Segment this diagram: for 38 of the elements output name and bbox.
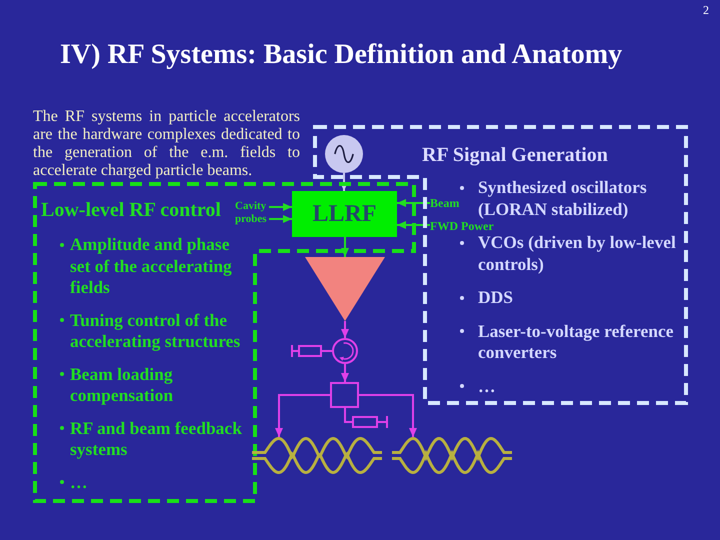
arrow xyxy=(397,221,430,229)
dashed-outline-region xyxy=(313,125,688,405)
dashed-outline-region xyxy=(33,182,416,503)
input-label: Beam xyxy=(430,197,460,209)
arrow xyxy=(275,394,330,437)
bullet-text: … xyxy=(70,472,88,493)
amplifier-triangle xyxy=(305,257,385,321)
section-heading: RF Signal Generation xyxy=(422,143,608,167)
bullet-text: VCOs (driven by low-level controls) xyxy=(478,232,677,275)
bullet-text: Amplitude and phase set of the accelerating fields xyxy=(70,234,233,298)
sine-source-icon xyxy=(325,135,363,173)
arrow xyxy=(359,394,417,437)
accelerating-cavity-drawing xyxy=(252,437,382,474)
bullet-text: Laser-to-voltage reference converters xyxy=(478,320,674,364)
circulator-icon xyxy=(332,338,358,364)
box-label: LLRF xyxy=(312,200,376,228)
arrow xyxy=(397,199,430,207)
slide-title: IV) RF Systems: Basic Definition and Anatomy xyxy=(60,39,622,71)
arrow xyxy=(341,364,349,382)
process-box xyxy=(292,191,397,237)
arrow xyxy=(269,203,292,211)
bullet-text: Tuning control of the accelerating structures xyxy=(70,310,242,352)
section-heading: Low-level RF control xyxy=(41,198,221,222)
accelerating-cavity-drawing xyxy=(392,437,512,474)
bullet-text: RF and beam feedback systems xyxy=(70,418,243,460)
arrow xyxy=(269,215,292,223)
arrow xyxy=(340,173,348,191)
splitter-box xyxy=(330,382,359,408)
bullet-text: Beam loading compensation xyxy=(70,364,174,406)
arrow xyxy=(341,237,349,257)
bullet-text: Synthesized oscillators (LORAN stabilized) xyxy=(478,177,648,220)
arrow xyxy=(341,321,349,338)
bullet-text: … xyxy=(478,376,496,397)
intro-paragraph: The RF systems in particle accelerators are the hardware complexes dedicated to the generation of the e.m. fields to accelerate charged particle beams. xyxy=(33,108,300,180)
input-label: Cavity probes xyxy=(235,200,269,226)
bullet-text: DDS xyxy=(478,287,514,308)
page-number: 2 xyxy=(703,3,709,17)
input-label: FWD Power xyxy=(430,220,494,232)
